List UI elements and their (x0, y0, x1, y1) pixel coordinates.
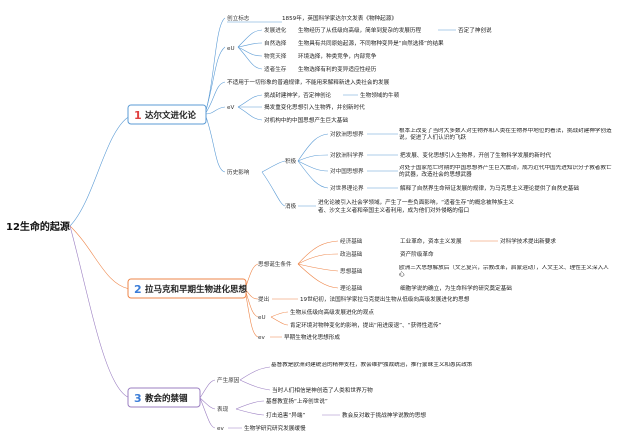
b3-manifest-label: 表现 (217, 405, 229, 413)
branch2-number: 2 (134, 283, 142, 296)
b1-ev-item1-text: 挑战封建神学，否定神创论 (264, 91, 332, 99)
branch3-box (127, 387, 201, 408)
b3-causes-label: 产生原因 (217, 376, 240, 384)
b2-birth1-extra: 对科学技术提出新要求 (500, 237, 556, 245)
b1-pos4-label: 对世界理论界 (330, 184, 364, 192)
b2-birth1-text: 工业革命，资本主义发展 (400, 237, 462, 245)
branch1-number: 1 (134, 109, 142, 122)
b2-birth1-label: 经济基础 (340, 237, 363, 245)
b3-manifest2-extra: 教会反对敢于挑战神学说教的思想 (342, 411, 426, 419)
b1-ev-item3-text: 对机构中的中国思想产生巨大基础 (264, 116, 348, 124)
b1-eu-item3-text: 环境选择，种类竞争，内部竞争 (298, 52, 377, 60)
b3-manifest1-text: 基督教宣扬“上帝创世说” (266, 397, 328, 405)
b1-ev-label: eV (227, 105, 234, 111)
branch3-connectors (199, 366, 271, 429)
b3-cause1-text: 基督教是欧洲封建统治的精神支柱，教会维护独裁统治，推行蒙昧主义和愚民政策 (271, 362, 473, 368)
b2-birth3-label: 思想基础 (340, 267, 363, 275)
connector-root-branch1 (69, 115, 131, 227)
b1-not-universal: 不适用于一切形象的普遍规律，不能用来解释新进入类社会的发展 (227, 78, 390, 86)
b1-pos3-text: 对处于国家危亡时期的中国思想界产生巨大震动，成为近代中国先进知识分子救者救亡的武… (399, 165, 612, 179)
branch1-title: 达尔文进化论 (145, 110, 197, 121)
b1-pos4-text: 解释了自然界生命辩证发展的规律，为马克思主义理论提供了自然史基础 (400, 184, 579, 192)
b1-eu-item4-text: 生物选择有利的变异适应性经历 (298, 65, 377, 73)
b2-ev-label: ev (258, 335, 265, 341)
b1-negative-text-1: 进化论被引入社会学领域，产生了一些负面影响，“适者生存”的概念被种族主义 (318, 198, 514, 206)
branch-3: 3 教会的禁锢 产生原因 基督教是欧洲封建统治的精神支柱，教会维护独裁统治，推行… (127, 362, 473, 432)
b2-birth3-text: 欧洲三大思想解放后（文艺复兴，宗教改革，启蒙运动），人文主义、理性主义深入人心 (399, 265, 609, 279)
b1-eu-item4-label: 适者生存 (264, 65, 287, 73)
b2-birth-label: 思想诞生条件 (258, 260, 292, 268)
b1-pos2-text: 把发展、变化思想引入生物界，开创了生物科学发展的新时代 (400, 151, 551, 159)
connector-root-branch3 (69, 225, 131, 399)
b2-proposed-label: 提出 (258, 295, 269, 303)
b1-creation-label: 创立标志 (227, 14, 250, 22)
b2-birth4-label: 理论基础 (340, 284, 363, 292)
b3-cause2-text: 当时人们相信是神创造了人类和世界万物 (272, 386, 373, 394)
b1-eu-item2-text: 生物具有共同原始起源，不同物种变异是“自然选择”的结果 (298, 39, 444, 47)
branch2-title: 拉马克和早期生物进化思想 (145, 284, 248, 295)
branch3-title: 教会的禁锢 (144, 393, 188, 404)
b3-ev-text: 生物学研究研究发展缓慢 (244, 424, 306, 432)
b1-pos1-text: 根本上改变了当时大多数人对生物界和人类在生物界中地位的看法，挑战封建神学创造说，… (399, 128, 612, 142)
b1-eu-item2-label: 自然选择 (264, 39, 287, 47)
b1-eu-item1-label: 发展进化 (264, 26, 287, 34)
b1-history-label: 历史影响 (227, 168, 250, 176)
b2-eu-label: eU (258, 315, 266, 321)
b1-pos2-label: 对欧洲科学界 (330, 151, 364, 159)
b2-birth4-text: 细胞学说的确立，为生命科学的研究奠定基础 (400, 284, 512, 292)
b1-eu-item1-extra: 否定了神创说 (458, 26, 492, 34)
b3-ev-label: ev (217, 426, 224, 432)
branch1-connectors (204, 17, 329, 207)
b2-birth2-label: 政治基础 (340, 250, 363, 258)
b2-ev-text: 早期生物进化思想形成 (284, 333, 340, 341)
b1-positive-label: 积极 (285, 157, 297, 165)
branch1-box (127, 104, 207, 125)
branch2-box (127, 278, 247, 299)
b1-negative-text-2: 者、沙文主义者和帝国主义者利用，成为他们对外侵略的借口 (318, 206, 469, 214)
b2-birth2-text: 资产阶级革命 (400, 250, 434, 258)
b1-ev-item1-extra: 生物领域的牛顿 (360, 91, 400, 99)
b1-eu-item1-text: 生物经历了从低级向高级，简单到复杂的发展历程 (298, 26, 421, 34)
branch3-number: 3 (134, 392, 142, 405)
b1-pos3-label: 对中国思想界 (330, 167, 364, 175)
b2-eu-item2: 肯定环境对物种变化的影响，提出“用进废退”、“获得性遗传” (290, 321, 442, 329)
b1-pos1-label: 对欧洲思想界 (330, 130, 364, 138)
b1-eu-label: eU (227, 46, 235, 52)
branch-1: 1 达尔文进化论 创立标志 1859年，英国科学家达尔文发表《物种起源》 eU … (127, 14, 612, 214)
b2-eu-item1: 生物从低级向高级发展进化的观点 (290, 308, 374, 316)
b1-eu-item3-label: 物竞天择 (264, 52, 287, 60)
root-topic: 12生命的起源 (6, 220, 70, 233)
b1-creation-text: 1859年，英国科学家达尔文发表《物种起源》 (282, 14, 397, 22)
b2-proposed-text: 19世纪初，法国科学家拉马克提出生物从低级向高级发展进化的思想 (300, 295, 470, 303)
connector-root-branch2 (69, 225, 131, 290)
b3-manifest2-text: 打击追害“异端” (266, 411, 305, 419)
branch-2: 2 拉马克和早期生物进化思想 思想诞生条件 经济基础 工业革命，资本主义发展 对… (127, 237, 609, 341)
b1-negative-label: 消极 (285, 202, 297, 210)
b1-ev-item2-text: 揭发重变化思想引入生物界，并创新时代 (264, 103, 365, 111)
